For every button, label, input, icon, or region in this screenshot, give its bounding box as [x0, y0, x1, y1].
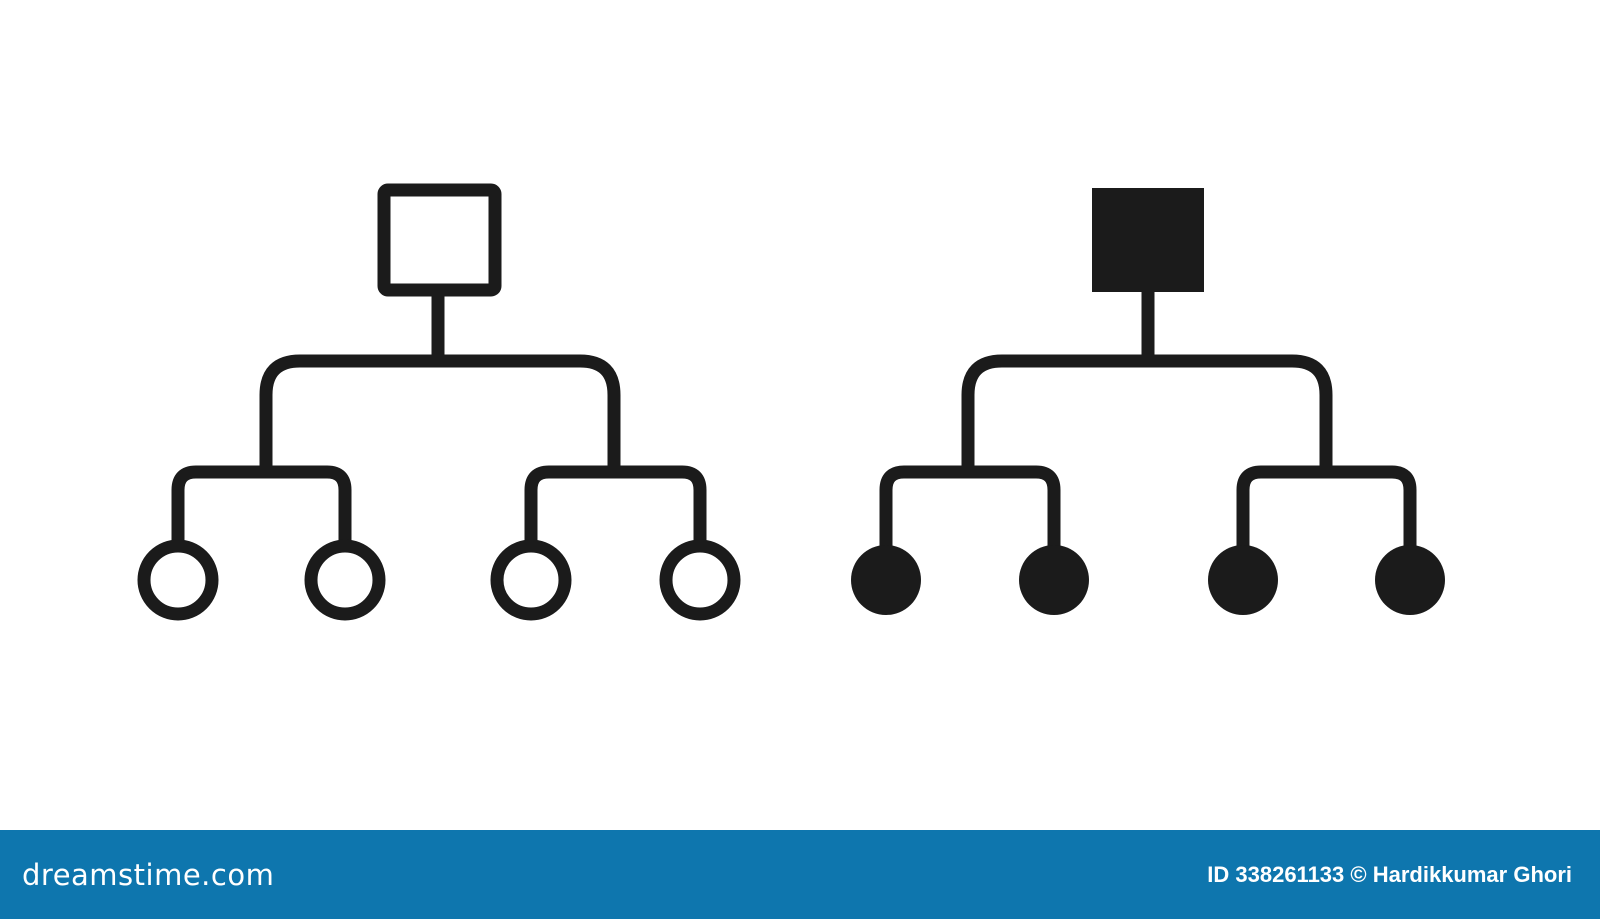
stock-footer-bar: dreamstime.com ID 338261133 © Hardikkuma…	[0, 830, 1600, 919]
circle-outline-icon	[304, 539, 386, 621]
sub-branch-connector	[879, 465, 1061, 546]
circle-filled-icon	[851, 545, 921, 615]
square-filled-icon	[1092, 188, 1204, 292]
sub-branch-connector	[171, 465, 352, 546]
main-branch-connector	[961, 354, 1333, 472]
hierarchy-diagram-outline	[137, 183, 741, 621]
sub-branch-connector	[1236, 465, 1417, 546]
circle-outline-icon	[137, 539, 219, 621]
circle-outline-icon	[659, 539, 741, 621]
circle-outline-icon	[490, 539, 572, 621]
square-outline-icon	[377, 183, 502, 297]
circle-filled-icon	[1375, 545, 1445, 615]
image-credit: ID 338261133 © Hardikkumar Ghori	[1207, 861, 1572, 887]
brand-logo: dreamstime.com	[22, 857, 275, 892]
hierarchy-icons-canvas	[137, 183, 1445, 621]
circle-filled-icon	[1208, 545, 1278, 615]
hierarchy-diagram-filled	[851, 188, 1445, 615]
circle-filled-icon	[1019, 545, 1089, 615]
sub-branch-connector	[524, 465, 707, 546]
main-branch-connector	[259, 354, 621, 472]
